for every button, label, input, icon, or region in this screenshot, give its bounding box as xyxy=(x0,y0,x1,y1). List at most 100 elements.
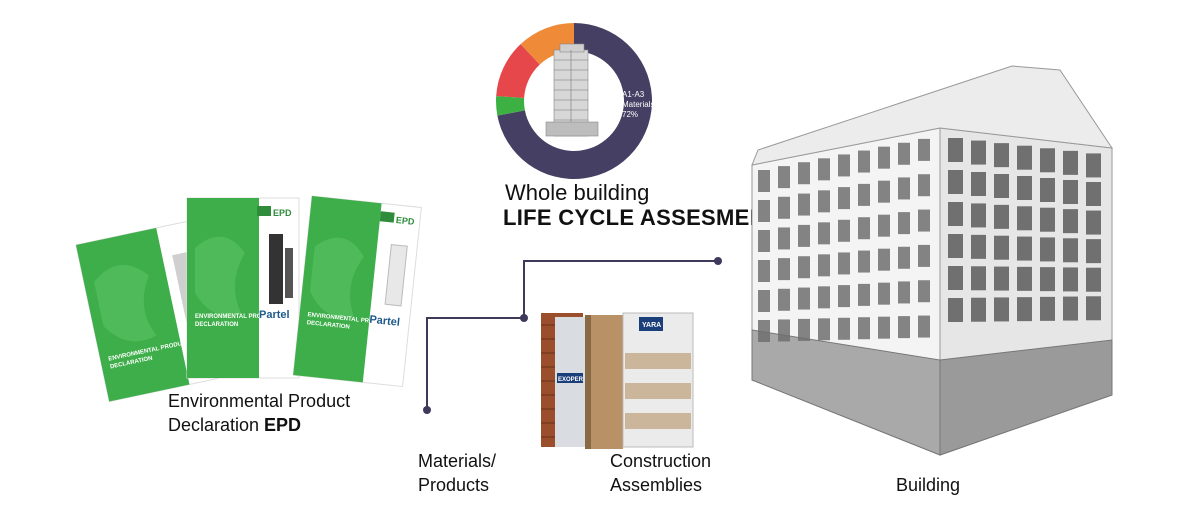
epd-label-bold: EPD xyxy=(264,415,302,435)
donut-label-line2: Materials xyxy=(622,100,654,109)
assemblies-label-line1: Construction xyxy=(610,451,712,471)
window xyxy=(1017,206,1032,231)
window xyxy=(838,154,850,177)
epd-document-2: EPD ENVIRONMENTAL PRODUCT DECLARATION Pa… xyxy=(186,197,300,379)
window xyxy=(898,212,910,235)
window xyxy=(838,317,850,340)
window xyxy=(818,318,830,341)
window xyxy=(778,319,790,342)
window xyxy=(1017,145,1032,170)
window xyxy=(1040,296,1055,321)
window xyxy=(818,254,830,277)
window xyxy=(994,174,1009,198)
window xyxy=(948,234,963,258)
connector-dot-materials xyxy=(423,406,431,414)
window xyxy=(1040,237,1055,262)
epd-doc-title: ENVIRONMENTAL PRODUCT xyxy=(195,314,278,320)
window xyxy=(1086,210,1101,235)
window xyxy=(758,170,770,192)
window xyxy=(994,235,1009,260)
window xyxy=(758,200,770,222)
epd-doc-brand: Partel xyxy=(259,309,290,321)
epd-badge: EPD xyxy=(273,208,292,218)
window xyxy=(1063,238,1078,263)
window xyxy=(918,138,930,161)
building-windows-left xyxy=(758,138,930,342)
epd-label-line1: Environmental Product xyxy=(168,391,351,411)
window xyxy=(898,281,910,304)
window xyxy=(778,288,790,311)
window xyxy=(878,180,890,203)
window xyxy=(994,266,1009,291)
window xyxy=(918,315,930,338)
window xyxy=(858,317,870,340)
window xyxy=(798,162,810,185)
donut-segment-2 xyxy=(496,96,525,116)
window xyxy=(758,260,770,282)
exoper-label: EXOPER xyxy=(558,377,584,383)
epd-badge: EPD xyxy=(395,215,415,227)
epd-doc-title2: DECLARATION xyxy=(195,322,238,328)
window xyxy=(878,316,890,339)
window xyxy=(838,187,850,210)
assemblies-label-line2: Assemblies xyxy=(610,475,703,495)
window xyxy=(818,158,830,181)
window xyxy=(1086,182,1101,206)
window xyxy=(1040,148,1055,173)
window xyxy=(918,244,930,267)
donut-label-line3: 72% xyxy=(622,110,638,119)
window xyxy=(898,246,910,269)
window xyxy=(1063,180,1078,204)
window xyxy=(838,219,850,242)
window xyxy=(948,170,963,194)
yara-label: YARA xyxy=(642,322,661,329)
window xyxy=(994,297,1009,322)
window xyxy=(971,266,986,291)
epd-label-line2: Declaration EPD xyxy=(168,413,301,437)
window xyxy=(798,193,810,216)
lca-title-line1: Whole building xyxy=(505,180,650,205)
window xyxy=(1017,297,1032,322)
window xyxy=(948,266,963,290)
window xyxy=(898,177,910,200)
window xyxy=(838,285,850,308)
window xyxy=(858,150,870,173)
window xyxy=(918,280,930,303)
window xyxy=(1086,267,1101,292)
materials-label-line1: Materials/ xyxy=(418,451,497,471)
building-windows-right xyxy=(948,138,1101,322)
window xyxy=(858,250,870,273)
window xyxy=(1086,239,1101,264)
window xyxy=(798,224,810,247)
window xyxy=(818,286,830,309)
window xyxy=(1063,150,1078,175)
epd-doc-title2: DECLARATION xyxy=(306,320,350,330)
window xyxy=(878,146,890,169)
donut-segment-4 xyxy=(520,23,574,65)
window xyxy=(798,318,810,341)
window xyxy=(758,290,770,312)
window xyxy=(1017,266,1032,291)
window xyxy=(1040,267,1055,292)
window xyxy=(1017,236,1032,261)
window xyxy=(758,320,770,342)
window xyxy=(994,143,1009,168)
window xyxy=(818,190,830,213)
window xyxy=(878,282,890,305)
window xyxy=(898,316,910,339)
window xyxy=(878,214,890,237)
materials-label-line2: Products xyxy=(418,475,490,495)
window xyxy=(948,202,963,226)
window xyxy=(778,258,790,281)
window xyxy=(778,196,790,219)
window xyxy=(1063,267,1078,292)
window xyxy=(858,183,870,206)
window xyxy=(758,230,770,252)
window xyxy=(994,204,1009,229)
window xyxy=(858,217,870,240)
window xyxy=(971,172,986,196)
